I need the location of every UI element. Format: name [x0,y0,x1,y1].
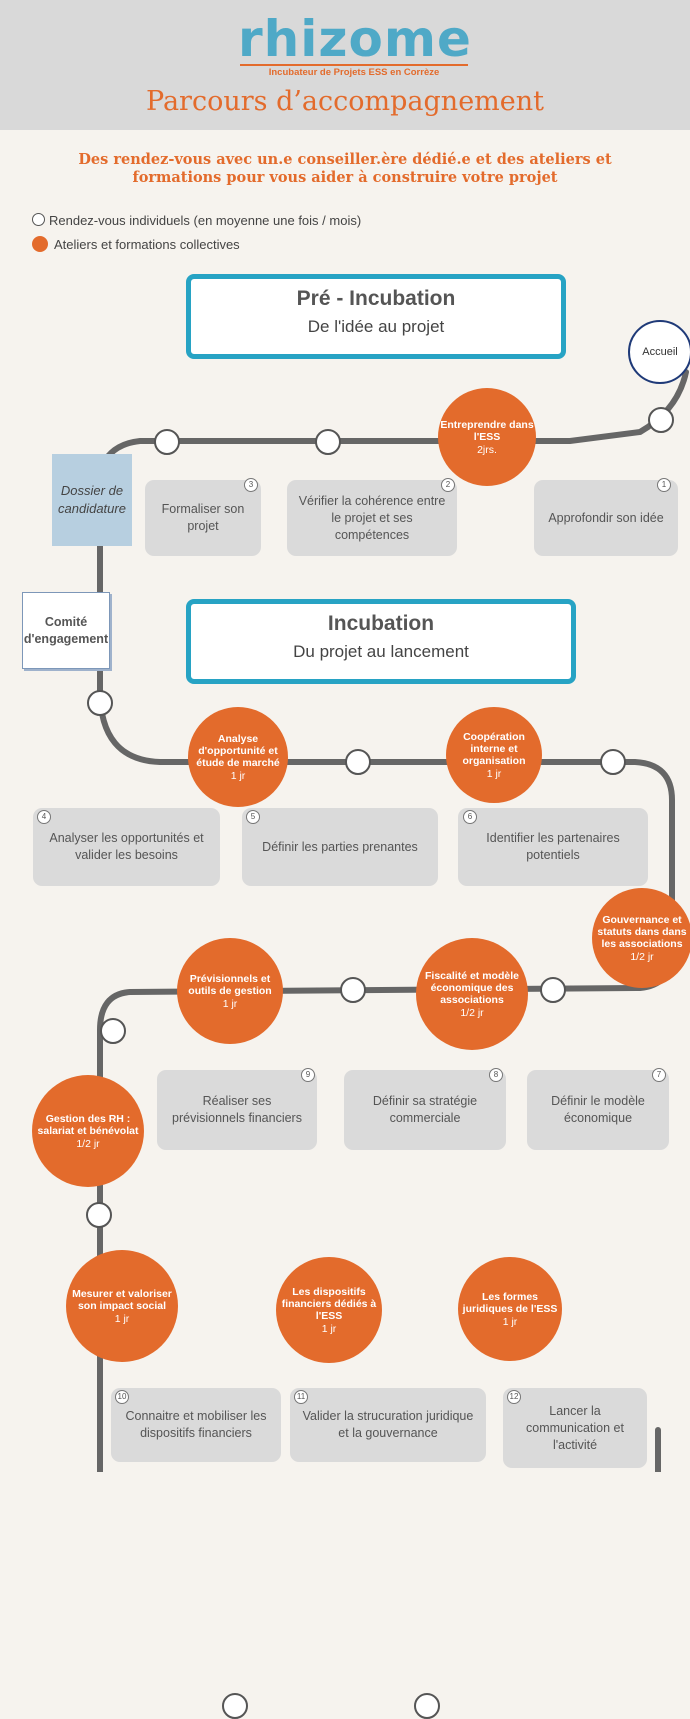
meeting-node [100,1018,126,1044]
legend-individual: Rendez-vous individuels (en moyenne une … [32,213,361,228]
step-card-10: Connaitre et mobiliser les dispositifs f… [111,1388,281,1462]
comite-engagement: Comité d'engagement [22,592,110,669]
step-number: 6 [463,810,477,824]
meeting-node [222,1693,248,1719]
dossier-candidature: Dossier de candidature [52,454,132,546]
step-card-7: Définir le modèle économique [527,1070,669,1150]
step-card-6: Identifier les partenaires potentiels [458,808,648,886]
meeting-node [315,429,341,455]
route-path [97,369,689,1472]
legend-collective: Ateliers et formations collectives [32,236,240,252]
step-number: 1 [657,478,671,492]
step-card-3: Formaliser son projet [145,480,261,556]
workshop-analyse: Analyse d'opportunité et étude de marché… [188,707,288,807]
step-number: 8 [489,1068,503,1082]
meeting-node [340,977,366,1003]
phase-incubation: Incubation Du projet au lancement [186,599,576,684]
page-subtitle: Des rendez-vous avec un.e conseiller.ère… [78,151,612,186]
step-card-2: Vérifier la cohérence entre le projet et… [287,480,457,556]
rhizome-logo: rhizome [238,10,472,68]
meeting-node [540,977,566,1003]
step-number: 4 [37,810,51,824]
step-card-1: Approfondir son idée [534,480,678,556]
open-circle-icon [32,213,45,226]
meeting-node [154,429,180,455]
step-card-8: Définir sa stratégie commerciale [344,1070,506,1150]
step-number: 3 [244,478,258,492]
step-number: 12 [507,1390,521,1404]
filled-circle-icon [32,236,48,252]
step-number: 10 [115,1390,129,1404]
phase-subtitle: De l'idée au projet [307,317,445,336]
step-number: 7 [652,1068,666,1082]
phase-pre-incubation: Pré - Incubation De l'idée au projet [186,274,566,359]
meeting-node [87,690,113,716]
meeting-node [414,1693,440,1719]
step-card-11: Valider la strucuration juridique et la … [290,1388,486,1462]
workshop-dispositifs: Les dispositifs financiers dédiés à l'ES… [276,1257,382,1363]
step-card-5: Définir les parties prenantes [242,808,438,886]
page-title: Parcours d’accompagnement [146,86,544,117]
phase-subtitle: Du projet au lancement [293,642,469,661]
step-card-9: Réaliser ses prévisionnels financiers [157,1070,317,1150]
step-card-12: Lancer la communication et l'activité [503,1388,647,1468]
step-card-4: Analyser les opportunités et valider les… [33,808,220,886]
logo-subtitle: Incubateur de Projets ESS en Corrèze [240,64,468,82]
step-number: 11 [294,1390,308,1404]
accueil-node: Accueil [628,320,690,384]
workshop-gouvernance: Gouvernance et statuts dans dans les ass… [592,888,690,988]
meeting-node [86,1202,112,1228]
meeting-node [345,749,371,775]
phase-title: Incubation [327,612,435,635]
phase-title: Pré - Incubation [296,287,456,310]
workshop-fiscalite: Fiscalité et modèle économique des assoc… [416,938,528,1050]
meeting-node [600,749,626,775]
step-number: 5 [246,810,260,824]
step-number: 2 [441,478,455,492]
meeting-node [648,407,674,433]
step-number: 9 [301,1068,315,1082]
